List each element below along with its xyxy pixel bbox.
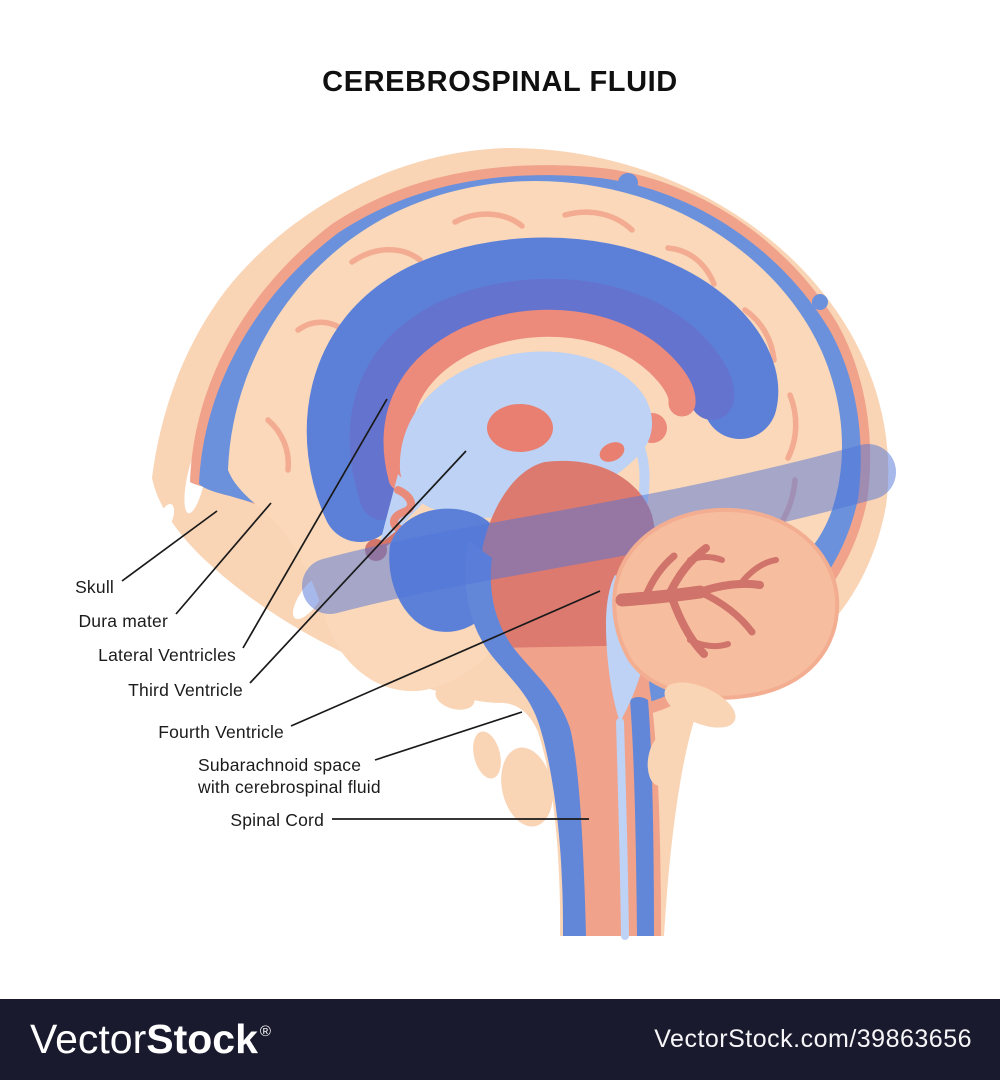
label-spinal-cord: Spinal Cord (230, 810, 324, 830)
label-third-ventricle: Third Ventricle (128, 680, 243, 700)
page-title: CEREBROSPINAL FLUID (322, 66, 678, 98)
label-skull: Skull (75, 577, 114, 597)
registered-mark: ® (259, 1023, 271, 1040)
leader-fourth-ventricle (290, 590, 601, 727)
brand-bold: Stock (146, 1016, 258, 1062)
lateral-ventricle-band (349, 278, 735, 520)
interthalamic-adhesion (487, 404, 553, 452)
watermark-url: VectorStock.com/39863656 (654, 1025, 972, 1053)
csf-channel-right (630, 697, 654, 936)
label-subarachnoid-space: Subarachnoid space with cerebrospinal fl… (198, 754, 381, 798)
central-canal (616, 718, 629, 940)
brand-light: Vector (30, 1016, 147, 1062)
watermark-bar: VectorStock® VectorStock.com/39863656 (0, 999, 1000, 1080)
label-subarachnoid-space-line2: with cerebrospinal fluid (198, 777, 381, 797)
leader-lines (121, 398, 601, 820)
corpus-callosum-ring (383, 309, 696, 492)
label-fourth-ventricle: Fourth Ventricle (158, 722, 284, 742)
vectorstock-logo: VectorStock® (30, 1016, 271, 1063)
leader-subarachnoid-space (374, 711, 523, 761)
leader-skull (121, 510, 218, 582)
lateral-ventricle-outer (306, 237, 779, 542)
tentorium-csf-band (302, 444, 896, 614)
pineal-region (599, 442, 625, 462)
label-subarachnoid-space-line1: Subarachnoid space (198, 755, 362, 775)
label-lateral-ventricles: Lateral Ventricles (98, 645, 236, 665)
vertebra-blobs (435, 682, 736, 827)
arachnoid-granulations (618, 173, 828, 310)
label-dura-mater: Dura mater (78, 611, 168, 631)
leader-third-ventricle (249, 450, 467, 684)
leader-lateral-ventricles (242, 398, 388, 649)
leader-dura-mater (175, 502, 272, 615)
csf-channel-left (465, 540, 586, 936)
arbor-vitae (615, 544, 779, 658)
